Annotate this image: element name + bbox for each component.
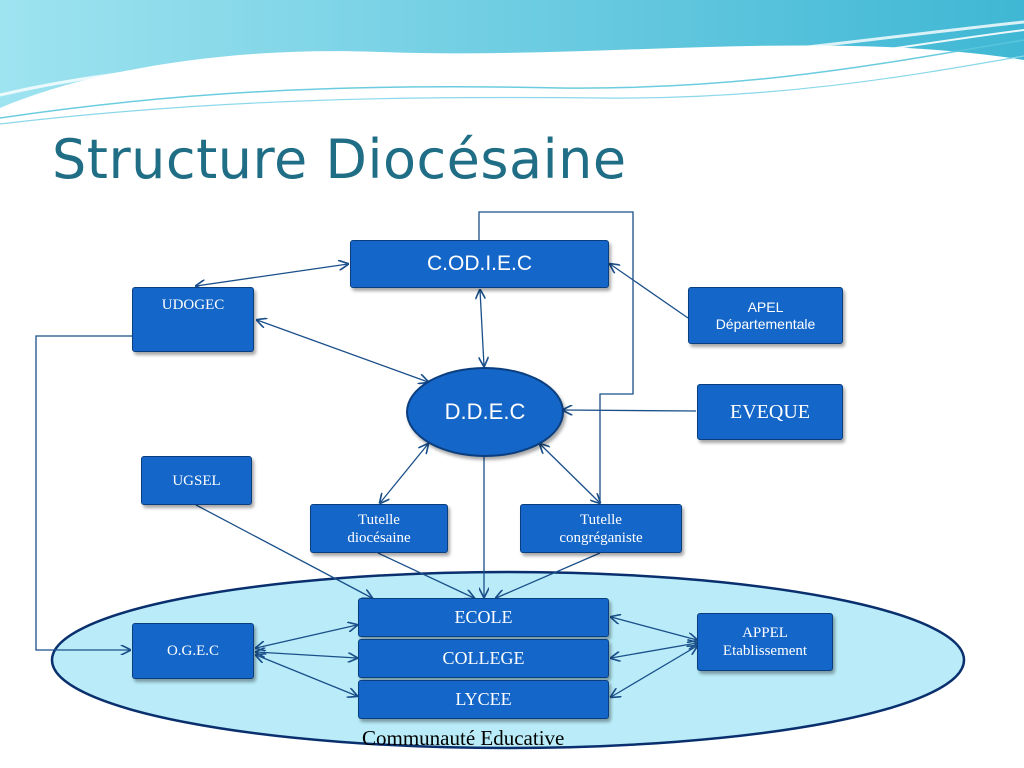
node-eveque: EVEQUE bbox=[697, 384, 843, 440]
node-ogec-label: O.G.E.C bbox=[166, 643, 220, 659]
node-tutelle-diocesaine-line2: diocésaine bbox=[347, 529, 411, 546]
node-tutelle-diocesaine-line1: Tutelle bbox=[358, 511, 400, 528]
node-appel-etablissement-line1: APPEL bbox=[742, 625, 788, 641]
node-college-label: COLLEGE bbox=[442, 647, 525, 668]
node-eveque-label: EVEQUE bbox=[730, 401, 810, 423]
arrow-ddec-tutelle-congreganiste bbox=[540, 444, 600, 503]
node-ugsel: UGSEL bbox=[141, 456, 252, 505]
slide-title: Structure Diocésaine bbox=[52, 128, 627, 191]
arrow-apel-codiec bbox=[610, 264, 689, 319]
node-ugsel-label: UGSEL bbox=[172, 472, 221, 489]
node-appel-etablissement-line2: Etablissement bbox=[722, 643, 808, 659]
arrow-appel-ecole bbox=[611, 617, 697, 640]
arrow-ogec-ecole bbox=[256, 625, 357, 648]
arrow-tutelle-congreganiste-ecole bbox=[496, 552, 601, 598]
arrow-ugsel-ecole bbox=[195, 504, 372, 598]
arrow-ddec-tutelle-diocesaine bbox=[380, 444, 428, 503]
node-codiec: C.OD.I.E.C bbox=[350, 240, 609, 288]
node-ddec: D.D.E.C bbox=[406, 367, 564, 457]
wave-header bbox=[0, 0, 1024, 125]
arrow-eveque-ddec bbox=[563, 410, 697, 411]
node-apel-departementale-line2: Départementale bbox=[715, 315, 816, 332]
arrow-udogec-ddec bbox=[257, 320, 428, 382]
arrow-codiec-ddec bbox=[480, 290, 484, 366]
arrow-tutelle-codiec-loop bbox=[478, 211, 634, 503]
node-tutelle-congreganiste-line2: congréganiste bbox=[559, 529, 643, 546]
node-tutelle-congreganiste: Tutelle congréganiste bbox=[520, 504, 682, 553]
arrow-appel-lycee bbox=[611, 646, 697, 697]
node-codiec-label: C.OD.I.E.C bbox=[426, 252, 532, 276]
node-tutelle-diocesaine: Tutelle diocésaine bbox=[310, 504, 448, 553]
arrow-udogec-ogec-loop bbox=[35, 335, 150, 650]
node-apel-departementale-line1: APEL bbox=[747, 298, 784, 315]
node-udogec-label: UDOGEC bbox=[161, 297, 225, 313]
arrow-udogec-codiec bbox=[196, 264, 348, 286]
node-college: COLLEGE bbox=[358, 639, 609, 678]
node-tutelle-congreganiste-line1: Tutelle bbox=[580, 511, 622, 528]
node-apel-departementale: APEL Départementale bbox=[688, 287, 843, 344]
node-lycee: LYCEE bbox=[358, 680, 609, 719]
arrow-ogec-lycee bbox=[256, 655, 357, 696]
node-ogec: O.G.E.C bbox=[132, 623, 254, 679]
node-lycee-label: LYCEE bbox=[455, 688, 512, 709]
node-appel-etablissement: APPEL Etablissement bbox=[697, 613, 833, 671]
node-ddec-label: D.D.E.C bbox=[444, 399, 526, 424]
node-ecole: ECOLE bbox=[358, 598, 609, 637]
community-label: Communauté Educative bbox=[362, 726, 565, 750]
node-udogec: UDOGEC bbox=[132, 287, 254, 352]
node-ecole-label: ECOLE bbox=[454, 606, 513, 627]
arrow-tutelle-diocesaine-ecole bbox=[377, 552, 474, 598]
